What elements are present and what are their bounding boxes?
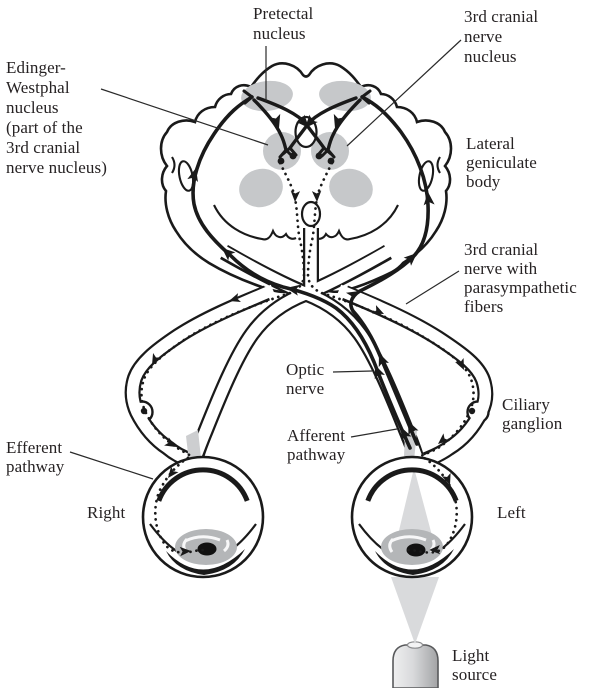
label-ciliary-ganglion: Ciliary ganglion bbox=[502, 395, 563, 433]
label-afferent-pathway: Afferent pathway bbox=[287, 426, 346, 464]
right-pupil bbox=[197, 542, 217, 556]
label-lateral-geniculate: Lateral geniculate body bbox=[466, 134, 537, 191]
crus-line-right bbox=[315, 204, 399, 241]
label-left-eye: Left bbox=[497, 503, 526, 522]
efferent-fibers bbox=[140, 161, 475, 554]
leader-optic-nerve bbox=[332, 370, 373, 373]
pretectal-nucleus-left bbox=[241, 80, 293, 112]
flashlight bbox=[392, 641, 439, 688]
left-cornea-crescent bbox=[375, 549, 454, 575]
flap-curl-right bbox=[436, 156, 441, 174]
peduncle-nucleus-left bbox=[239, 168, 283, 208]
label-efferent-pathway: Efferent pathway bbox=[6, 438, 65, 476]
left-eye bbox=[350, 430, 474, 579]
channel-oval bbox=[300, 200, 322, 228]
edinger-westphal-left bbox=[263, 132, 301, 170]
crus-line-left bbox=[213, 204, 297, 241]
ciliary-ganglion-dot-left bbox=[140, 407, 148, 415]
leader-lines bbox=[69, 39, 462, 480]
right-eye bbox=[141, 430, 265, 579]
leader-edinger-westphal bbox=[100, 88, 269, 146]
leader-efferent bbox=[69, 451, 154, 480]
leader-cn3-nucleus bbox=[346, 39, 462, 147]
right-retina-arc bbox=[156, 467, 250, 502]
cell-body-dots bbox=[140, 152, 476, 415]
label-light-source: Light source bbox=[452, 646, 497, 684]
efferent-left-path bbox=[140, 161, 306, 554]
flashlight-body bbox=[392, 644, 439, 688]
leader-cn3-parasympathetic bbox=[405, 270, 460, 305]
label-edinger-westphal: Edinger- Westphal nucleus (part of the 3… bbox=[6, 58, 107, 177]
leader-afferent bbox=[350, 428, 398, 438]
peduncle-nucleus-right bbox=[329, 168, 373, 208]
light-cone-in-eye bbox=[396, 468, 434, 543]
left-pupil bbox=[406, 543, 426, 557]
ciliary-ganglion-dot-right bbox=[468, 407, 476, 415]
flap-curl-left bbox=[171, 156, 176, 174]
light-beam bbox=[391, 577, 439, 644]
left-retina-arc bbox=[365, 467, 459, 502]
label-right-eye: Right bbox=[87, 503, 126, 522]
label-cn3-nucleus: 3rd cranial nerve nucleus bbox=[464, 7, 539, 66]
label-optic-nerve: Optic nerve bbox=[286, 360, 325, 398]
label-pretectal-nucleus: Pretectal nucleus bbox=[253, 4, 314, 43]
synapse-forks bbox=[242, 89, 372, 159]
right-cornea-crescent bbox=[166, 549, 245, 575]
efferent-right-path bbox=[306, 161, 475, 554]
label-cn3-parasympathetic: 3rd cranial nerve with parasympathetic f… bbox=[464, 240, 577, 316]
afferent-crossed-fiber bbox=[191, 95, 412, 450]
